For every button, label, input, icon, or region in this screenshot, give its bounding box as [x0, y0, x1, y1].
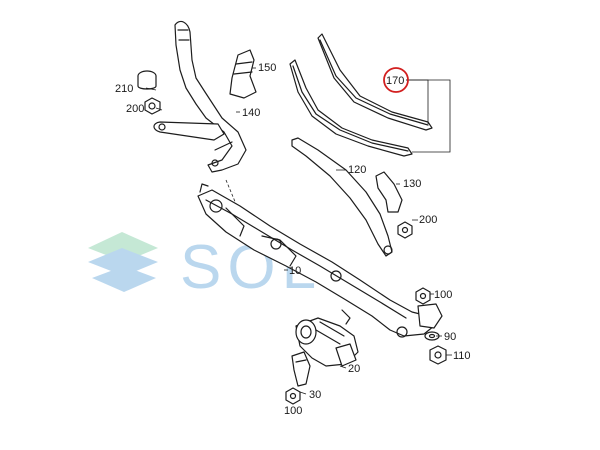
label-100-bottom: 100 [284, 405, 302, 417]
label-210: 210 [115, 83, 133, 95]
part-120-wiper-arm [291, 137, 393, 257]
label-200-right: 200 [419, 214, 437, 226]
part-110-capnut [429, 345, 447, 365]
part-90-washer [424, 331, 440, 341]
part-100-nut-bottom [285, 387, 301, 405]
leader-lines [145, 67, 452, 395]
label-150: 150 [258, 62, 276, 74]
label-110: 110 [453, 350, 471, 362]
part-170-wiper-blades [289, 33, 433, 157]
label-100-right: 100 [434, 289, 452, 301]
part-130-cover [375, 171, 403, 213]
label-130: 130 [403, 178, 421, 190]
callout-labels: 210 200 150 140 170 120 130 200 10 100 9… [115, 62, 471, 417]
highlight-circle-170 [383, 67, 409, 93]
label-170: 170 [386, 75, 404, 87]
part-20-motor [295, 309, 359, 367]
sol-logo-icon [88, 232, 158, 292]
label-20: 20 [348, 363, 360, 375]
part-140-bracket [153, 20, 247, 173]
part-210-cap [137, 70, 157, 90]
label-120: 120 [348, 164, 366, 176]
part-200-nut-top [144, 97, 161, 115]
part-100-nut-right [415, 287, 431, 305]
label-90: 90 [444, 331, 456, 343]
part-30-clip [291, 351, 311, 387]
label-10: 10 [289, 265, 301, 277]
label-30: 30 [309, 389, 321, 401]
label-140: 140 [242, 107, 260, 119]
label-200-top: 200 [126, 103, 144, 115]
part-10-linkage [197, 183, 443, 338]
part-200-nut-right [397, 221, 413, 239]
part-150-boot [229, 49, 257, 99]
